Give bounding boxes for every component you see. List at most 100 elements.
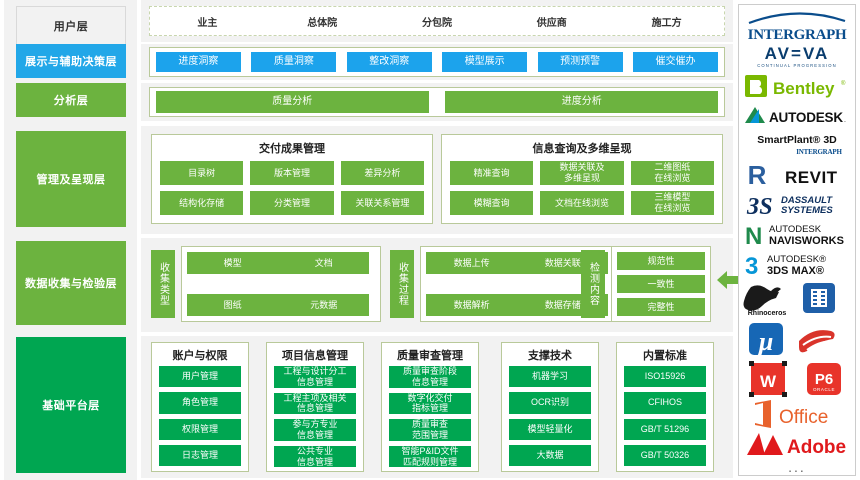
standard-gbt50326[interactable]: GB/T 50326 — [623, 444, 707, 466]
analysis-progress[interactable]: 进度分析 — [445, 91, 718, 113]
query-3d-model-view[interactable]: 三维模型在线浏览 — [630, 191, 714, 215]
standard-gbt51296[interactable]: GB/T 51296 — [623, 418, 707, 440]
svg-text:INTERGRAPH: INTERGRAPH — [748, 27, 847, 43]
base-col-support-tech: 支撑技术 机器学习 OCR识别 模型轻量化 大数据 — [501, 342, 599, 472]
base-col-project-info: 项目信息管理 工程与设计分工信息管理 工程主项及相关信息管理 参与方专业信息管理… — [266, 342, 364, 472]
base-col-title-standards: 内置标准 — [643, 350, 687, 362]
dassault-systemes-logo: ЗS DASSAULT SYSTEMES — [739, 189, 855, 219]
standard-cfihos[interactable]: CFIHOS — [623, 392, 707, 414]
management-layer-band: 交付成果管理 目录树 版本管理 差异分析 结构化存储 分类管理 关联关系管理 信… — [141, 126, 733, 234]
delivery-classification[interactable]: 分类管理 — [250, 191, 334, 215]
delivery-diff-analysis[interactable]: 差异分析 — [340, 161, 424, 185]
analysis-quality[interactable]: 质量分析 — [156, 91, 429, 113]
data-collection-layer-band: 收集类型 模型 文档 图纸 元数据 收集过程 数据上传 数据关联 数据解析 数据… — [141, 238, 745, 332]
project-public-discipline[interactable]: 公共专业信息管理 — [273, 445, 357, 468]
svg-text:R: R — [748, 160, 767, 189]
layer-label-presentation[interactable]: 展示与辅助决策层 — [16, 44, 126, 78]
quality-stage-info[interactable]: 质量审查阶段信息管理 — [388, 366, 472, 388]
svg-text:AUTODESK: AUTODESK — [769, 224, 822, 235]
svg-text:ORACLE: ORACLE — [813, 387, 835, 392]
base-col-builtin-standards: 内置标准 ISO15926 CFIHOS GB/T 51296 GB/T 503… — [616, 342, 714, 472]
svg-text:NAVISWORKS: NAVISWORKS — [769, 235, 844, 247]
left-arrow-icon — [717, 271, 745, 289]
stakeholder-supplier: 供应商 — [536, 17, 567, 29]
collect-type-metadata[interactable]: 元数据 — [278, 294, 370, 316]
insight-quality[interactable]: 质量洞察 — [251, 52, 337, 72]
analysis-bar: 质量分析 进度分析 — [149, 87, 725, 117]
account-log-mgmt[interactable]: 日志管理 — [158, 444, 242, 466]
card-title-info-query: 信息查询及多维呈现 — [532, 143, 632, 155]
insight-expedite[interactable]: 催交催办 — [633, 52, 718, 72]
svg-text:SYSTEMES: SYSTEMES — [781, 205, 833, 216]
base-col-account-permission: 账户与权限 用户管理 角色管理 权限管理 日志管理 — [151, 342, 249, 472]
svg-text:SmartPlant® 3D: SmartPlant® 3D — [757, 134, 837, 146]
account-user-mgmt[interactable]: 用户管理 — [158, 366, 242, 388]
tech-ocr[interactable]: OCR识别 — [508, 392, 592, 414]
insight-bar: 进度洞察 质量洞察 整改洞察 模型展示 预测预警 催交催办 — [149, 47, 725, 77]
base-col-title-project: 项目信息管理 — [282, 350, 348, 362]
base-platform-layer-band: 账户与权限 用户管理 角色管理 权限管理 日志管理 项目信息管理 工程与设计分工… — [141, 336, 733, 478]
svg-text:INTERGRAPH: INTERGRAPH — [796, 148, 842, 156]
card-title-delivery: 交付成果管理 — [259, 143, 325, 155]
tech-machine-learning[interactable]: 机器学习 — [508, 366, 592, 388]
insight-rectify[interactable]: 整改洞察 — [346, 52, 432, 72]
layer-label-data-collection[interactable]: 数据收集与检验层 — [16, 241, 126, 325]
account-permission-mgmt[interactable]: 权限管理 — [158, 418, 242, 440]
layer-label-analysis[interactable]: 分析层 — [16, 83, 126, 117]
project-party-discipline[interactable]: 参与方专业信息管理 — [273, 419, 357, 441]
delivery-structured-storage[interactable]: 结构化存储 — [160, 191, 244, 215]
project-eng-design-split[interactable]: 工程与设计分工信息管理 — [273, 366, 357, 388]
insight-model-view[interactable]: 模型展示 — [442, 52, 528, 72]
base-col-title-account: 账户与权限 — [172, 350, 228, 362]
quality-review-scope[interactable]: 质量审查范围管理 — [388, 419, 472, 441]
layer-label-management[interactable]: 管理及呈现层 — [16, 131, 126, 227]
standard-iso15926[interactable]: ISO15926 — [623, 366, 707, 388]
group-label-collect-type: 收集类型 — [151, 250, 175, 318]
collect-type-drawing[interactable]: 图纸 — [187, 294, 279, 316]
insight-forecast-alert[interactable]: 预测预警 — [537, 52, 623, 72]
delivery-catalog-tree[interactable]: 目录树 — [160, 161, 244, 185]
query-precise[interactable]: 精准查询 — [450, 161, 534, 185]
insight-progress[interactable]: 进度洞察 — [156, 52, 241, 72]
account-role-mgmt[interactable]: 角色管理 — [158, 392, 242, 414]
vendor-logo-panel: INTERGRAPH AV=VA CONTINUAL PROGRESSION B… — [738, 4, 856, 476]
check-consistency[interactable]: 一致性 — [617, 275, 705, 293]
svg-text:ЗS: ЗS — [746, 194, 773, 219]
navisworks-logo: N AUTODESK NAVISWORKS — [739, 219, 855, 249]
process-data-upload[interactable]: 数据上传 — [426, 252, 518, 274]
delivery-relation-mgmt[interactable]: 关联关系管理 — [340, 191, 424, 215]
stakeholder-sub-design: 分包院 — [421, 17, 452, 29]
layer-label-base-platform[interactable]: 基础平台层 — [16, 337, 126, 473]
autodesk-logo: AUTODESK . — [739, 101, 855, 131]
collect-type-model[interactable]: 模型 — [187, 252, 279, 274]
adobe-logo: Adobe — [739, 429, 855, 459]
quality-digital-kpi[interactable]: 数字化交付指标管理 — [388, 392, 472, 415]
base-col-quality-review: 质量审查管理 质量审查阶段信息管理 数字化交付指标管理 质量审查范围管理 智能P… — [381, 342, 479, 472]
delivery-version-mgmt[interactable]: 版本管理 — [250, 161, 334, 185]
process-data-parse[interactable]: 数据解析 — [426, 294, 518, 316]
layer-label-user[interactable]: 用户层 — [16, 6, 126, 46]
collect-type-document[interactable]: 文档 — [278, 252, 370, 274]
microstation-logo: µ — [749, 323, 783, 356]
project-main-items[interactable]: 工程主项及相关信息管理 — [273, 392, 357, 415]
query-fuzzy[interactable]: 模糊查询 — [450, 191, 534, 215]
svg-text:µ: µ — [758, 327, 774, 356]
tech-big-data[interactable]: 大数据 — [508, 444, 592, 466]
rhinoceros-logo: Rhinoceros — [743, 285, 786, 317]
query-data-relation[interactable]: 数据关联及多维呈现 — [540, 161, 624, 185]
check-standardization[interactable]: 规范性 — [617, 252, 705, 270]
query-2d-drawing-view[interactable]: 二维图纸在线浏览 — [630, 161, 714, 185]
quality-pid-rules[interactable]: 智能P&ID文件匹配规则管理 — [388, 445, 472, 468]
aveva-logo: AV=VA CONTINUAL PROGRESSION — [739, 43, 855, 71]
wps-p6-row: W P6 ORACLE — [739, 359, 855, 399]
base-col-title-quality: 质量审查管理 — [397, 350, 463, 362]
check-completeness[interactable]: 完整性 — [617, 298, 705, 316]
svg-text:AV=VA: AV=VA — [765, 44, 830, 63]
smartplant-3d-logo: SmartPlant® 3D INTERGRAPH — [739, 131, 855, 159]
group-label-check-content: 检测内容 — [581, 250, 605, 318]
query-doc-online-view[interactable]: 文档在线浏览 — [540, 191, 624, 215]
bentley-logo: Bentley ® — [739, 71, 855, 101]
tech-model-lightweight[interactable]: 模型轻量化 — [508, 418, 592, 440]
intergraph-logo: INTERGRAPH — [739, 9, 855, 43]
